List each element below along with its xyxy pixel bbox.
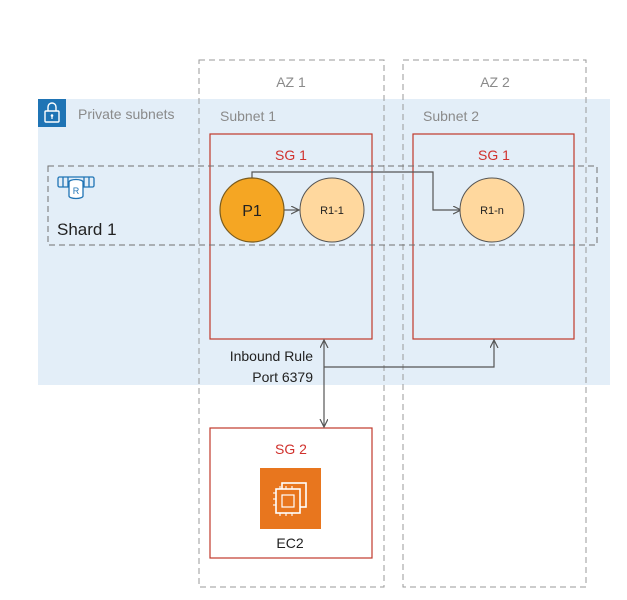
replica-node-r1-n[interactable]: [459, 177, 525, 243]
ec2-label: EC2: [276, 535, 303, 551]
svg-text:R: R: [73, 186, 80, 196]
sg-1-az1-box: [209, 133, 373, 340]
redis-shard-icon: R: [57, 176, 95, 200]
sg-1-az1-label: SG 1: [275, 147, 307, 163]
az-1-label: AZ 1: [276, 74, 306, 90]
inbound-rule-port-label: Port 6379: [252, 369, 313, 385]
replica-node-r1-1[interactable]: [299, 177, 365, 243]
shard-1-label: Shard 1: [57, 220, 117, 239]
replication-link-p1-r1n: [251, 171, 460, 210]
shard-1-boundary: [47, 165, 598, 246]
private-subnets-band: [38, 99, 610, 385]
az-2-label: AZ 2: [480, 74, 510, 90]
private-subnets-label: Private subnets: [78, 106, 175, 122]
sg-2-box: [209, 427, 373, 559]
subnet-1-label: Subnet 1: [220, 108, 276, 124]
primary-node-label: P1: [242, 203, 262, 220]
primary-node-p1[interactable]: [219, 177, 285, 243]
sg-1-az2-label: SG 1: [478, 147, 510, 163]
replica-node-r1-1-label: R1-1: [320, 205, 344, 217]
az-2-boundary: [402, 59, 587, 588]
inbound-link-sg1-az2: [324, 341, 494, 368]
replica-node-r1-n-label: R1-n: [480, 205, 504, 217]
sg-2-label: SG 2: [275, 441, 307, 457]
az-1-boundary: [198, 59, 385, 588]
ec2-instance-icon: [260, 468, 321, 529]
lock-icon: [38, 99, 66, 127]
subnet-2-label: Subnet 2: [423, 108, 479, 124]
inbound-rule-label: Inbound Rule: [230, 348, 314, 364]
